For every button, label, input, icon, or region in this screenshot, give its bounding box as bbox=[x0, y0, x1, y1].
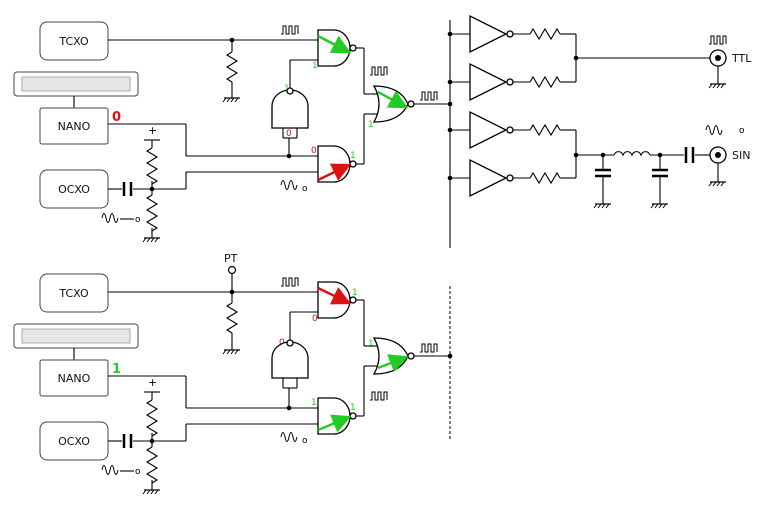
svg-text:1: 1 bbox=[350, 403, 356, 413]
svg-text:o: o bbox=[135, 215, 141, 225]
bias-resistor-bottom bbox=[145, 194, 159, 232]
svg-text:+: + bbox=[148, 376, 157, 389]
inductor bbox=[613, 151, 651, 157]
nand-gate-2 bbox=[271, 341, 309, 379]
bottom-circuit: PT TCXO NANO 1 1 0 0 bbox=[13, 252, 453, 495]
nand-gate bbox=[271, 89, 309, 129]
svg-text:TCXO: TCXO bbox=[58, 287, 89, 300]
ocxo-label: OCXO bbox=[58, 183, 90, 196]
buffer-stage bbox=[447, 14, 576, 198]
nano-label: NANO bbox=[58, 120, 91, 133]
svg-text:1: 1 bbox=[312, 61, 318, 71]
svg-text:1: 1 bbox=[311, 398, 317, 408]
svg-text:OCXO: OCXO bbox=[58, 435, 90, 448]
nano-box bbox=[39, 107, 109, 145]
svg-text:1: 1 bbox=[284, 84, 290, 94]
nano-box-2 bbox=[39, 359, 109, 397]
svg-text:1: 1 bbox=[368, 120, 374, 130]
svg-text:o: o bbox=[135, 467, 141, 477]
and-gate-1 bbox=[317, 29, 351, 67]
top-circuit: TCXO NANO 0 1 1 0 bbox=[13, 14, 752, 248]
svg-text:1: 1 bbox=[352, 288, 358, 298]
svg-text:1: 1 bbox=[368, 339, 374, 349]
nano-value: 0 bbox=[112, 110, 121, 125]
svg-text:0: 0 bbox=[311, 146, 317, 156]
pt-test-point bbox=[227, 265, 237, 275]
tcxo-label: TCXO bbox=[58, 35, 89, 48]
svg-text:+: + bbox=[148, 124, 157, 137]
tcxo-box-2 bbox=[39, 273, 109, 313]
pt-label: PT bbox=[224, 252, 238, 265]
pulldown-resistor bbox=[225, 51, 239, 83]
svg-text:NANO: NANO bbox=[58, 372, 91, 385]
svg-text:0: 0 bbox=[286, 129, 292, 139]
nano-value-2: 1 bbox=[112, 362, 121, 377]
svg-text:1: 1 bbox=[350, 151, 356, 161]
tcxo-box bbox=[39, 21, 109, 61]
svg-text:0: 0 bbox=[312, 314, 318, 324]
svg-text:o: o bbox=[302, 184, 308, 194]
bias-resistor-top bbox=[145, 147, 159, 185]
svg-text:o: o bbox=[302, 436, 308, 446]
ttl-label: TTL bbox=[731, 52, 752, 65]
sin-label: SIN bbox=[732, 149, 750, 162]
svg-text:o: o bbox=[739, 126, 745, 136]
